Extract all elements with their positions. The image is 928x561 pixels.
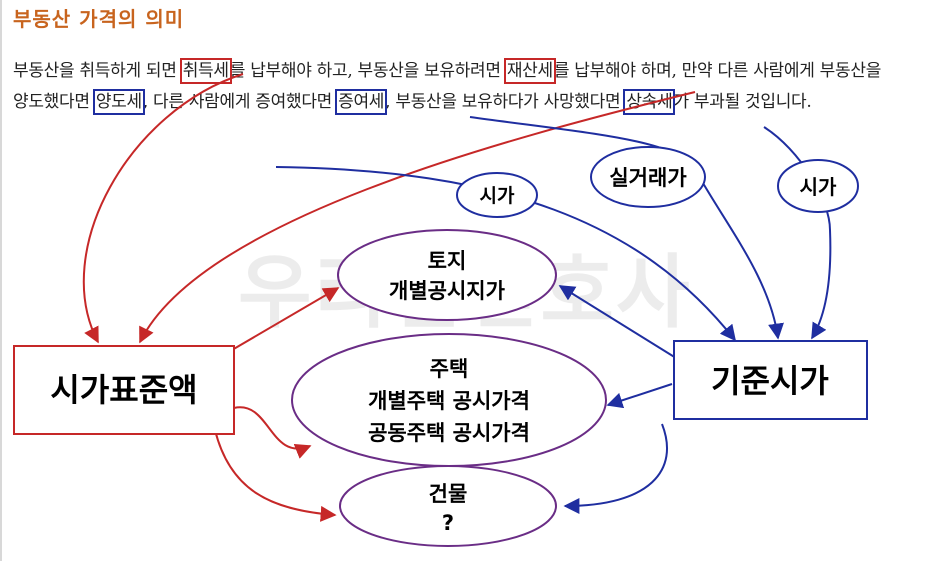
- connector-market-standard-to-building: [214, 429, 337, 522]
- standard-price-box: [673, 340, 868, 420]
- land-oval: [337, 229, 557, 321]
- connector-market-standard-to-housing: [233, 406, 312, 459]
- connector-property-to-market-standard: [139, 91, 696, 344]
- market-standard-label: 시가표준액: [50, 371, 197, 409]
- transfer-tax-highlight: 양도세: [92, 89, 145, 115]
- market-price-label-1: 시가: [480, 185, 515, 207]
- paragraph-text: 를 납부해야 하고, 부동산을 보유하려면: [229, 61, 506, 81]
- building-title: 건물: [429, 482, 468, 506]
- standard-price-label: 기준시가: [711, 362, 829, 400]
- building-unknown: ?: [442, 511, 454, 535]
- property-tax-highlight: 재산세: [503, 58, 556, 84]
- housing-individual: 개별주택 공시가격: [368, 389, 530, 413]
- gift-tax-highlight: 증여세: [335, 89, 388, 115]
- market-price-label-2: 시가: [800, 175, 837, 199]
- connector-gift-to-standard: [763, 126, 832, 340]
- land-title: 토지: [428, 249, 467, 273]
- market-price-oval-2: [777, 159, 859, 213]
- housing-apartment: 공동주택 공시가격: [368, 421, 530, 445]
- connector-standard-to-building: [563, 423, 668, 514]
- building-oval: [339, 465, 557, 547]
- paragraph-text: , 다른 사람에게 증여했다면: [142, 92, 338, 112]
- intro-paragraph: 부동산을 취득하게 되면 취득세를 납부해야 하고, 부동산을 보유하려면 재산…: [13, 56, 923, 118]
- connector-acquisition-to-market-standard: [82, 73, 244, 344]
- page-title: 부동산 가격의 의미: [13, 7, 185, 31]
- connector-inheritance-to-standard: [275, 166, 736, 342]
- paragraph-text: 를 납부해야 하며, 만약 다른 사람에게 부동산을 양도했다면: [13, 61, 882, 112]
- connector-standard-to-land: [558, 285, 677, 359]
- land-subtitle: 개별공시지가: [389, 279, 506, 303]
- market-price-oval-1: [456, 172, 538, 218]
- actual-price-label: 실거래가: [609, 166, 687, 190]
- paragraph-text: , 부동산을 보유하다가 사망했다면: [385, 92, 626, 112]
- paragraph-text: 부동산을 취득하게 되면: [13, 61, 182, 81]
- left-border: [0, 0, 2, 561]
- market-standard-box: [13, 345, 235, 435]
- actual-price-oval: [590, 146, 706, 208]
- connector-standard-to-housing: [606, 383, 673, 409]
- connector-market-standard-to-land: [231, 287, 340, 351]
- paragraph-text: 가 부과될 것입니다.: [673, 92, 812, 112]
- housing-title: 주택: [430, 357, 469, 381]
- acquisition-tax-highlight: 취득세: [179, 58, 232, 84]
